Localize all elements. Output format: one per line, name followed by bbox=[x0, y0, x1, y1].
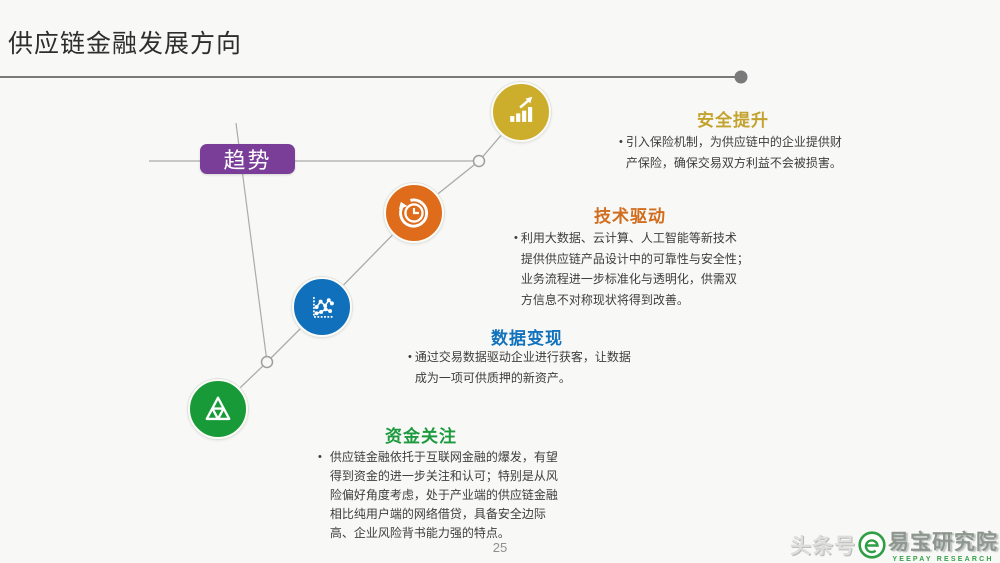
section-title: 安全提升 bbox=[697, 111, 769, 130]
section-title: 资金关注 bbox=[385, 427, 457, 446]
header-divider bbox=[0, 70, 748, 84]
milestone-capital bbox=[188, 379, 248, 439]
history-clock-icon bbox=[398, 198, 429, 228]
bullet-dot: • bbox=[514, 232, 518, 244]
section-title: 技术驱动 bbox=[594, 207, 666, 226]
section-technology: 技术驱动 • 利用大数据、云计算、人工智能等新技术 提供供应链产品设计中的可靠性… bbox=[514, 202, 749, 310]
line-chart-icon bbox=[313, 297, 334, 318]
section-text: 通过交易数据驱动企业进行获客，让数据 成为一项可供质押的新资产。 bbox=[414, 350, 631, 385]
bullet-dot: • bbox=[408, 351, 412, 363]
section-title: 数据变现 bbox=[491, 329, 563, 348]
watermark-name: 易宝研究院 bbox=[888, 531, 998, 554]
section-text: 供应链金融依托于互联网金融的爆发，有望 得到资金的进一步关注和认可；特别是从风 … bbox=[329, 450, 558, 540]
section-text: 利用大数据、云计算、人工智能等新技术 提供供应链产品设计中的可靠性与安全性； 业… bbox=[520, 231, 749, 307]
node-dot bbox=[260, 355, 274, 369]
section-body: • 供应链金融依托于互联网金融的爆发，有望 得到资金的进一步关注和认可；特别是从… bbox=[318, 448, 558, 543]
section-capital: 资金关注 • 供应链金融依托于互联网金融的爆发，有望 得到资金的进一步关注和认可… bbox=[318, 422, 558, 543]
trend-label: 趋势 bbox=[200, 144, 295, 174]
page-title: 供应链金融发展方向 bbox=[8, 30, 243, 58]
page-number: 25 bbox=[492, 540, 508, 555]
watermark: 头条号 易宝研究院 YEEPAY RESEARCH bbox=[790, 526, 998, 563]
milestone-security bbox=[491, 82, 551, 142]
section-body: • 利用大数据、云计算、人工智能等新技术 提供供应链产品设计中的可靠性与安全性；… bbox=[514, 228, 749, 310]
growth-bar-chart-icon bbox=[510, 96, 533, 122]
watermark-caption: YEEPAY RESEARCH bbox=[892, 556, 994, 563]
node-dot bbox=[472, 154, 486, 168]
watermark-prefix: 头条号 bbox=[790, 534, 856, 558]
section-body: • 引入保险机制，为供应链中的企业提供财 产保险，确保交易双方利益不会被损害。 bbox=[619, 132, 847, 173]
triangle-icon bbox=[205, 396, 231, 421]
yeepay-logo-icon bbox=[858, 530, 886, 559]
section-data: 数据变现 • 通过交易数据驱动企业进行获客，让数据 成为一项可供质押的新资产。 bbox=[408, 324, 646, 388]
trend-line bbox=[217, 111, 522, 410]
bullet-dot: • bbox=[318, 451, 322, 463]
section-body: • 通过交易数据驱动企业进行获客，让数据 成为一项可供质押的新资产。 bbox=[408, 347, 646, 388]
divider-end-dot bbox=[734, 70, 748, 84]
milestone-data bbox=[292, 277, 352, 337]
milestone-technology bbox=[384, 183, 444, 243]
watermark-brand: 易宝研究院 YEEPAY RESEARCH bbox=[888, 526, 998, 563]
bullet-dot: • bbox=[619, 136, 623, 148]
section-security: 安全提升 • 引入保险机制，为供应链中的企业提供财 产保险，确保交易双方利益不会… bbox=[619, 106, 847, 173]
section-text: 引入保险机制，为供应链中的企业提供财 产保险，确保交易双方利益不会被损害。 bbox=[625, 135, 842, 170]
